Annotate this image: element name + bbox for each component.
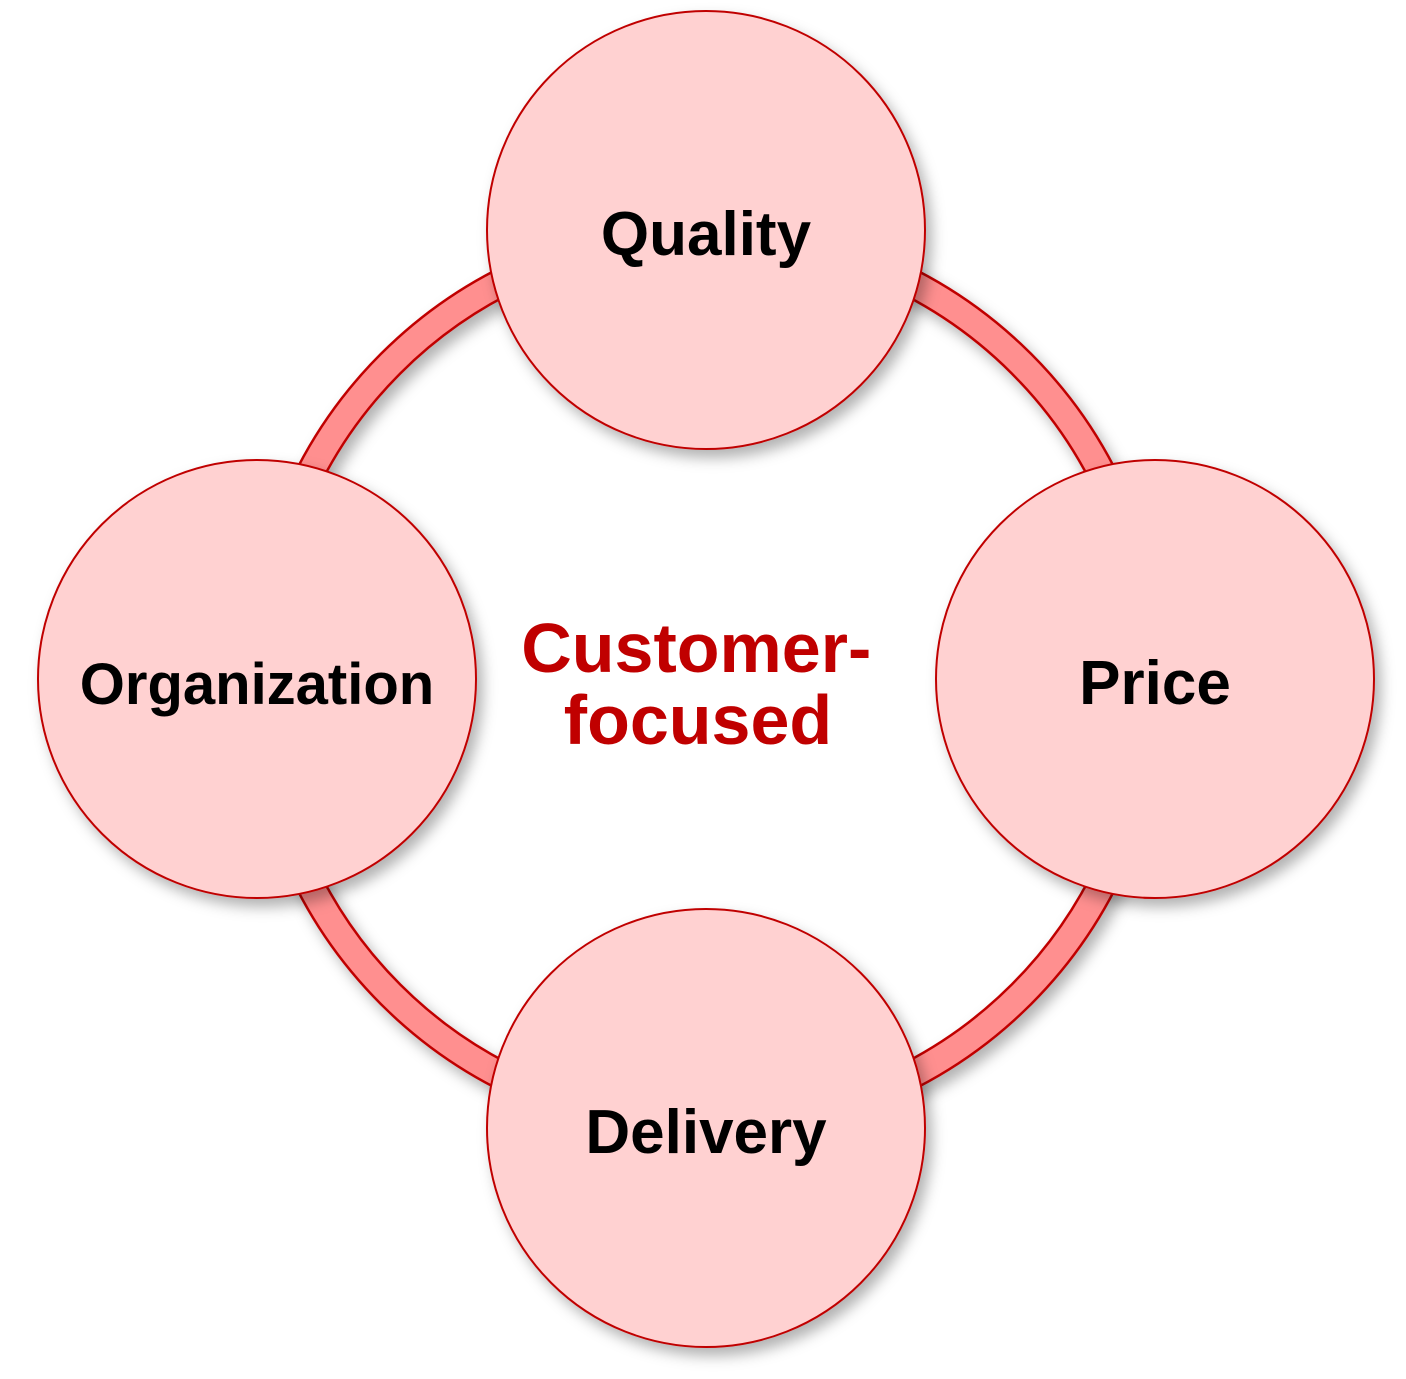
node-label: Delivery (585, 1098, 827, 1167)
center-label: Customer- focused (521, 609, 891, 759)
node-delivery: Delivery (486, 908, 926, 1348)
node-circle (935, 459, 1375, 899)
node-organization: Organization (37, 459, 477, 899)
node-circle (486, 908, 926, 1348)
node-circle (486, 10, 926, 450)
node-label: Organization (80, 652, 434, 717)
node-quality: Quality (486, 10, 926, 450)
node-circle (37, 459, 477, 899)
node-price: Price (935, 459, 1375, 899)
node-label: Quality (601, 200, 812, 269)
node-label: Price (1079, 649, 1231, 718)
